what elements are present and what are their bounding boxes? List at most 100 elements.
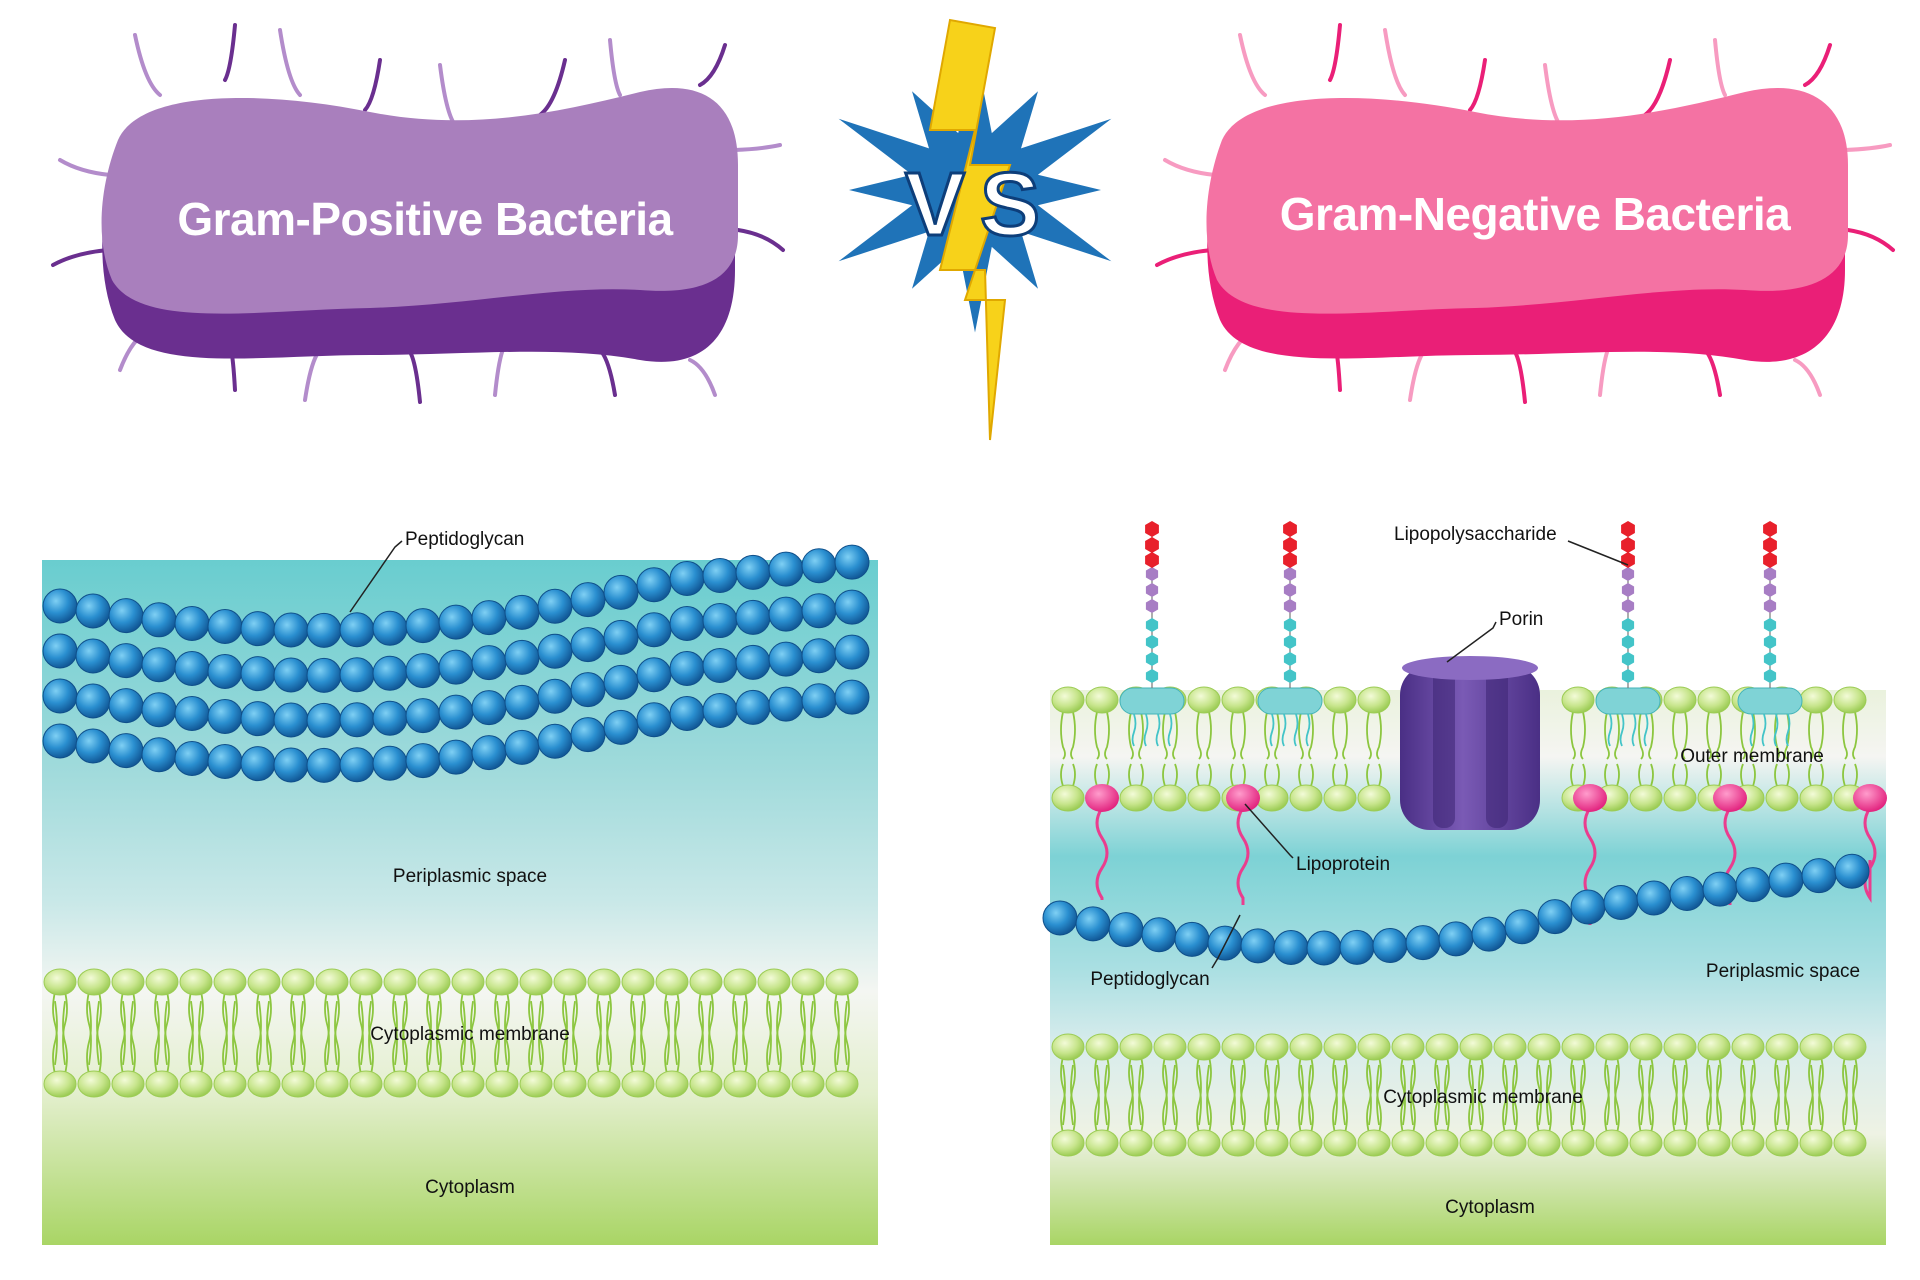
lipid-head — [349, 968, 383, 996]
lipid-head — [247, 1070, 281, 1098]
lipid-head — [1799, 784, 1833, 812]
lipid-tail — [1230, 1064, 1236, 1134]
lipid-tail — [1570, 1056, 1576, 1126]
gram-positive-bacterium: Gram-Positive Bacteria — [51, 23, 785, 404]
lipoprotein-head — [1226, 784, 1260, 812]
lipid-head — [1697, 1033, 1731, 1061]
lipid-tail — [266, 1001, 272, 1075]
peptidoglycan-sphere — [372, 610, 408, 646]
lipid-tail — [1614, 1056, 1620, 1126]
lipoprotein-label: Lipoprotein — [1296, 854, 1390, 875]
flagellum — [1703, 348, 1722, 397]
lipid-head — [1187, 1129, 1221, 1157]
lipid-head — [1153, 1129, 1187, 1157]
flagellum — [303, 348, 322, 402]
peptidoglycan-sphere — [306, 747, 342, 783]
flagellum — [1543, 63, 1562, 127]
negative-peptidoglycan-sphere — [1174, 921, 1210, 957]
lps-tail — [1785, 713, 1791, 747]
positive-membrane-lipid — [213, 968, 247, 1098]
gram-positive-cytoplasmic-membrane — [43, 968, 859, 1098]
lipid-head — [1765, 784, 1799, 812]
lipid-head — [349, 1070, 383, 1098]
lipid-head — [1221, 686, 1255, 714]
lipid-tail — [1060, 711, 1066, 760]
lipid-tail — [1400, 1064, 1406, 1134]
lps-sugar — [1145, 669, 1159, 683]
lipid-tail — [1852, 711, 1858, 760]
lipid-tail — [1580, 1064, 1586, 1134]
lipid-tail — [1672, 763, 1676, 787]
peptidoglycan-sphere — [504, 639, 540, 675]
lipid-head — [179, 1070, 213, 1098]
negative-membrane-lipid — [1255, 1033, 1289, 1157]
lipid-tail — [1196, 1056, 1202, 1126]
lipid-tail — [1332, 763, 1336, 787]
lipid-head — [1051, 1033, 1085, 1061]
lipid-tail — [1580, 1056, 1586, 1126]
lipid-tail — [1648, 711, 1654, 760]
lipid-tail — [1378, 763, 1382, 787]
lipid-tail — [1786, 763, 1790, 787]
lipid-tail — [1444, 1056, 1450, 1126]
lipid-tail — [1274, 1064, 1280, 1134]
lipid-tail — [1468, 1056, 1474, 1126]
lipid-head — [145, 1070, 179, 1098]
lps-sugar — [1763, 618, 1777, 632]
flagellum — [408, 350, 422, 404]
lipid-head — [1765, 1033, 1799, 1061]
lipid-tail — [52, 1001, 58, 1075]
lipid-tail — [1638, 1064, 1644, 1134]
lipid-head — [77, 1070, 111, 1098]
lipid-tail — [1196, 711, 1202, 760]
lipid-head — [1085, 1129, 1119, 1157]
flagellum — [698, 43, 727, 87]
lipid-tail — [698, 991, 704, 1066]
lipid-tail — [1852, 1064, 1858, 1134]
versus-letter-v: V — [905, 155, 965, 255]
peptidoglycan-sphere — [636, 612, 672, 648]
positive-membrane-lipid — [247, 968, 281, 1098]
lipid-tail — [606, 991, 612, 1066]
lps-sugar — [1763, 652, 1777, 666]
lipid-head — [1085, 1033, 1119, 1061]
peptidoglycan-sphere — [801, 638, 837, 674]
lipid-head — [689, 968, 723, 996]
peptidoglycan-sphere — [834, 634, 870, 670]
flagellum — [1328, 23, 1342, 82]
lipid-tail — [470, 1001, 476, 1075]
lipid-head — [689, 1070, 723, 1098]
lipid-tail — [1308, 1056, 1314, 1126]
lipid-tail — [290, 1001, 296, 1075]
peptidoglycan-sphere — [702, 648, 738, 684]
porin-protein — [1400, 656, 1540, 830]
peptidoglycan-sphere — [174, 605, 210, 641]
lipid-tail — [1852, 1056, 1858, 1126]
lipid-tail — [698, 1001, 704, 1075]
lipid-head — [1255, 784, 1289, 812]
peptidoglycan-sphere — [108, 688, 144, 724]
lipid-tail — [1842, 1064, 1848, 1134]
lipid-tail — [1172, 711, 1178, 760]
lipid-tail — [1434, 1064, 1440, 1134]
flagellum — [223, 23, 237, 82]
lipoprotein — [1853, 784, 1887, 903]
peptidoglycan-sphere — [240, 656, 276, 692]
peptidoglycan-sphere — [438, 649, 474, 685]
lipoprotein-head — [1573, 784, 1607, 812]
negative-membrane-lipid — [1459, 1033, 1493, 1157]
lipid-tail — [1094, 711, 1100, 760]
lipid-tail — [596, 991, 602, 1066]
lipid-head — [281, 1070, 315, 1098]
lipid-head — [1799, 1033, 1833, 1061]
lipid-tail — [1310, 763, 1314, 787]
lps-lipid-a — [1119, 687, 1185, 715]
lipid-tail — [1502, 1056, 1508, 1126]
positive-membrane-lipid — [655, 968, 689, 1098]
lipid-tail — [1808, 711, 1814, 760]
lps-sugar — [1763, 567, 1777, 581]
positive-membrane-lipid — [179, 968, 213, 1098]
lipid-tail — [640, 1001, 646, 1075]
lipid-tail — [732, 991, 738, 1066]
